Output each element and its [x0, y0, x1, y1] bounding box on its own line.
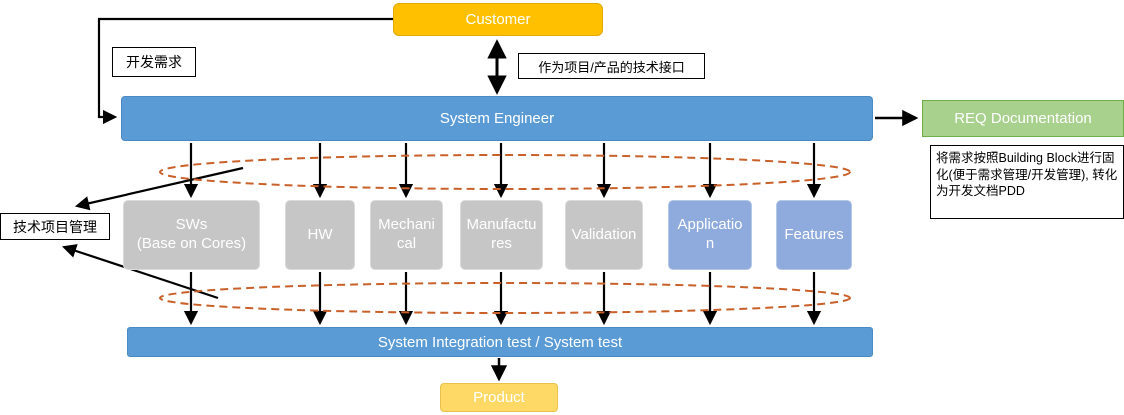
tech-interface-label: 作为项目/产品的技术接口 [518, 53, 705, 79]
module-sws: SWs (Base on Cores) [123, 200, 260, 270]
module-application: Application [668, 200, 752, 270]
module-sws-label: SWs (Base on Cores) [136, 216, 247, 252]
module-application-label: Application [677, 216, 743, 252]
customer-node: Customer [393, 3, 603, 36]
system-engineer-label: System Engineer [439, 110, 555, 127]
tech-pm-label: 技术项目管理 [0, 213, 110, 240]
product-label: Product [473, 389, 525, 406]
customer-label: Customer [465, 11, 531, 28]
module-hw-label: HW [307, 225, 333, 243]
dashed-ellipse-bottom [159, 282, 851, 314]
req-note-text: 将需求按照Building Block进行固化(便于需求管理/开发管理), 转化… [936, 151, 1118, 198]
req-note-box: 将需求按照Building Block进行固化(便于需求管理/开发管理), 转化… [930, 145, 1124, 219]
dev-requirement-text: 开发需求 [126, 54, 182, 70]
req-documentation-label: REQ Documentation [954, 110, 1092, 127]
module-manufactures-label: Manufactures [466, 216, 537, 252]
module-mechanical-label: Mechanical [378, 216, 435, 252]
module-validation-label: Validation [571, 225, 637, 243]
module-mechanical: Mechanical [370, 200, 443, 270]
req-documentation-node: REQ Documentation [922, 100, 1124, 137]
product-node: Product [440, 383, 558, 412]
module-validation: Validation [565, 200, 643, 270]
module-manufactures: Manufactures [460, 200, 543, 270]
integration-test-label: System Integration test / System test [377, 333, 623, 351]
system-engineer-bar: System Engineer [121, 96, 873, 141]
module-hw: HW [285, 200, 355, 270]
tech-pm-text: 技术项目管理 [13, 218, 97, 235]
dev-requirement-label: 开发需求 [112, 47, 196, 77]
module-features: Features [776, 200, 852, 270]
dashed-ellipse-top [159, 154, 851, 190]
tech-interface-text: 作为项目/产品的技术接口 [538, 59, 685, 75]
module-features-label: Features [784, 225, 844, 243]
integration-test-bar: System Integration test / System test [127, 327, 873, 357]
